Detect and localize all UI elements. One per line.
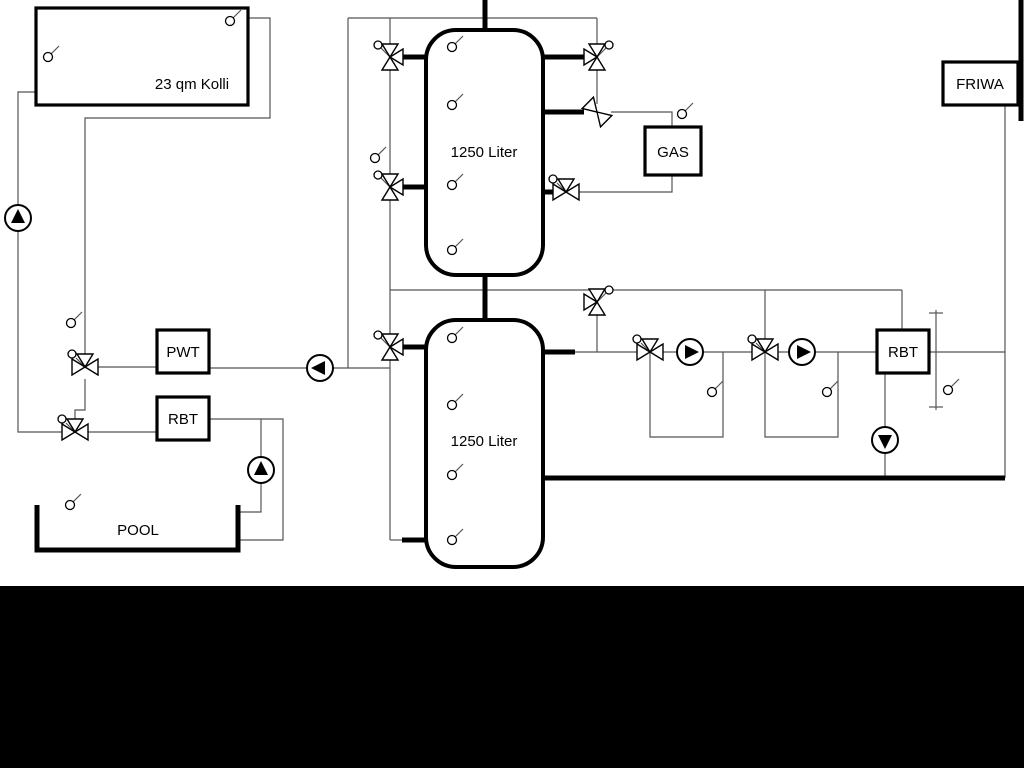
friwa-label: FRIWA xyxy=(956,76,1004,93)
pipe-segment xyxy=(611,111,673,127)
collector-label: 23 qm Kolli xyxy=(155,76,229,93)
gas-boiler-box xyxy=(643,125,703,177)
friwa-box xyxy=(941,60,1020,107)
pump-icon xyxy=(247,456,275,484)
pump-icon xyxy=(4,204,32,232)
rbt-right-label: RBT xyxy=(888,344,918,361)
tank-bottom-label: 1250 Liter xyxy=(451,433,518,450)
pwt-label: PWT xyxy=(166,344,199,361)
rbt-right-box xyxy=(875,328,931,375)
pipe-segment xyxy=(74,379,86,420)
tank-top-label: 1250 Liter xyxy=(451,144,518,161)
pipe-segment xyxy=(578,175,673,193)
pipe-lines-thin xyxy=(17,17,1006,541)
bottom-black-band xyxy=(0,586,1024,768)
solar-collector-box xyxy=(34,6,250,107)
pump-icon xyxy=(871,426,899,454)
rbt-left-box xyxy=(155,395,211,442)
pipe-segment xyxy=(209,418,284,541)
rbt-left-label: RBT xyxy=(168,411,198,428)
pipe-segment xyxy=(238,482,262,513)
pipe-lines-thick xyxy=(402,0,1024,543)
pump-icon xyxy=(306,354,334,382)
buffer-tank-top xyxy=(424,28,545,277)
pipe-segment xyxy=(764,352,839,438)
pipe-segment xyxy=(17,230,63,433)
buffer-tank-bottom xyxy=(424,318,545,569)
pipe-segment xyxy=(649,352,724,438)
pump-icon xyxy=(788,338,816,366)
gas-label: GAS xyxy=(657,144,689,161)
pwt-box xyxy=(155,328,211,375)
pump-icon xyxy=(676,338,704,366)
pipe-segment xyxy=(17,91,36,206)
pipe-segment xyxy=(84,17,271,355)
pool-basin xyxy=(34,505,241,553)
pool-label: POOL xyxy=(117,522,159,539)
